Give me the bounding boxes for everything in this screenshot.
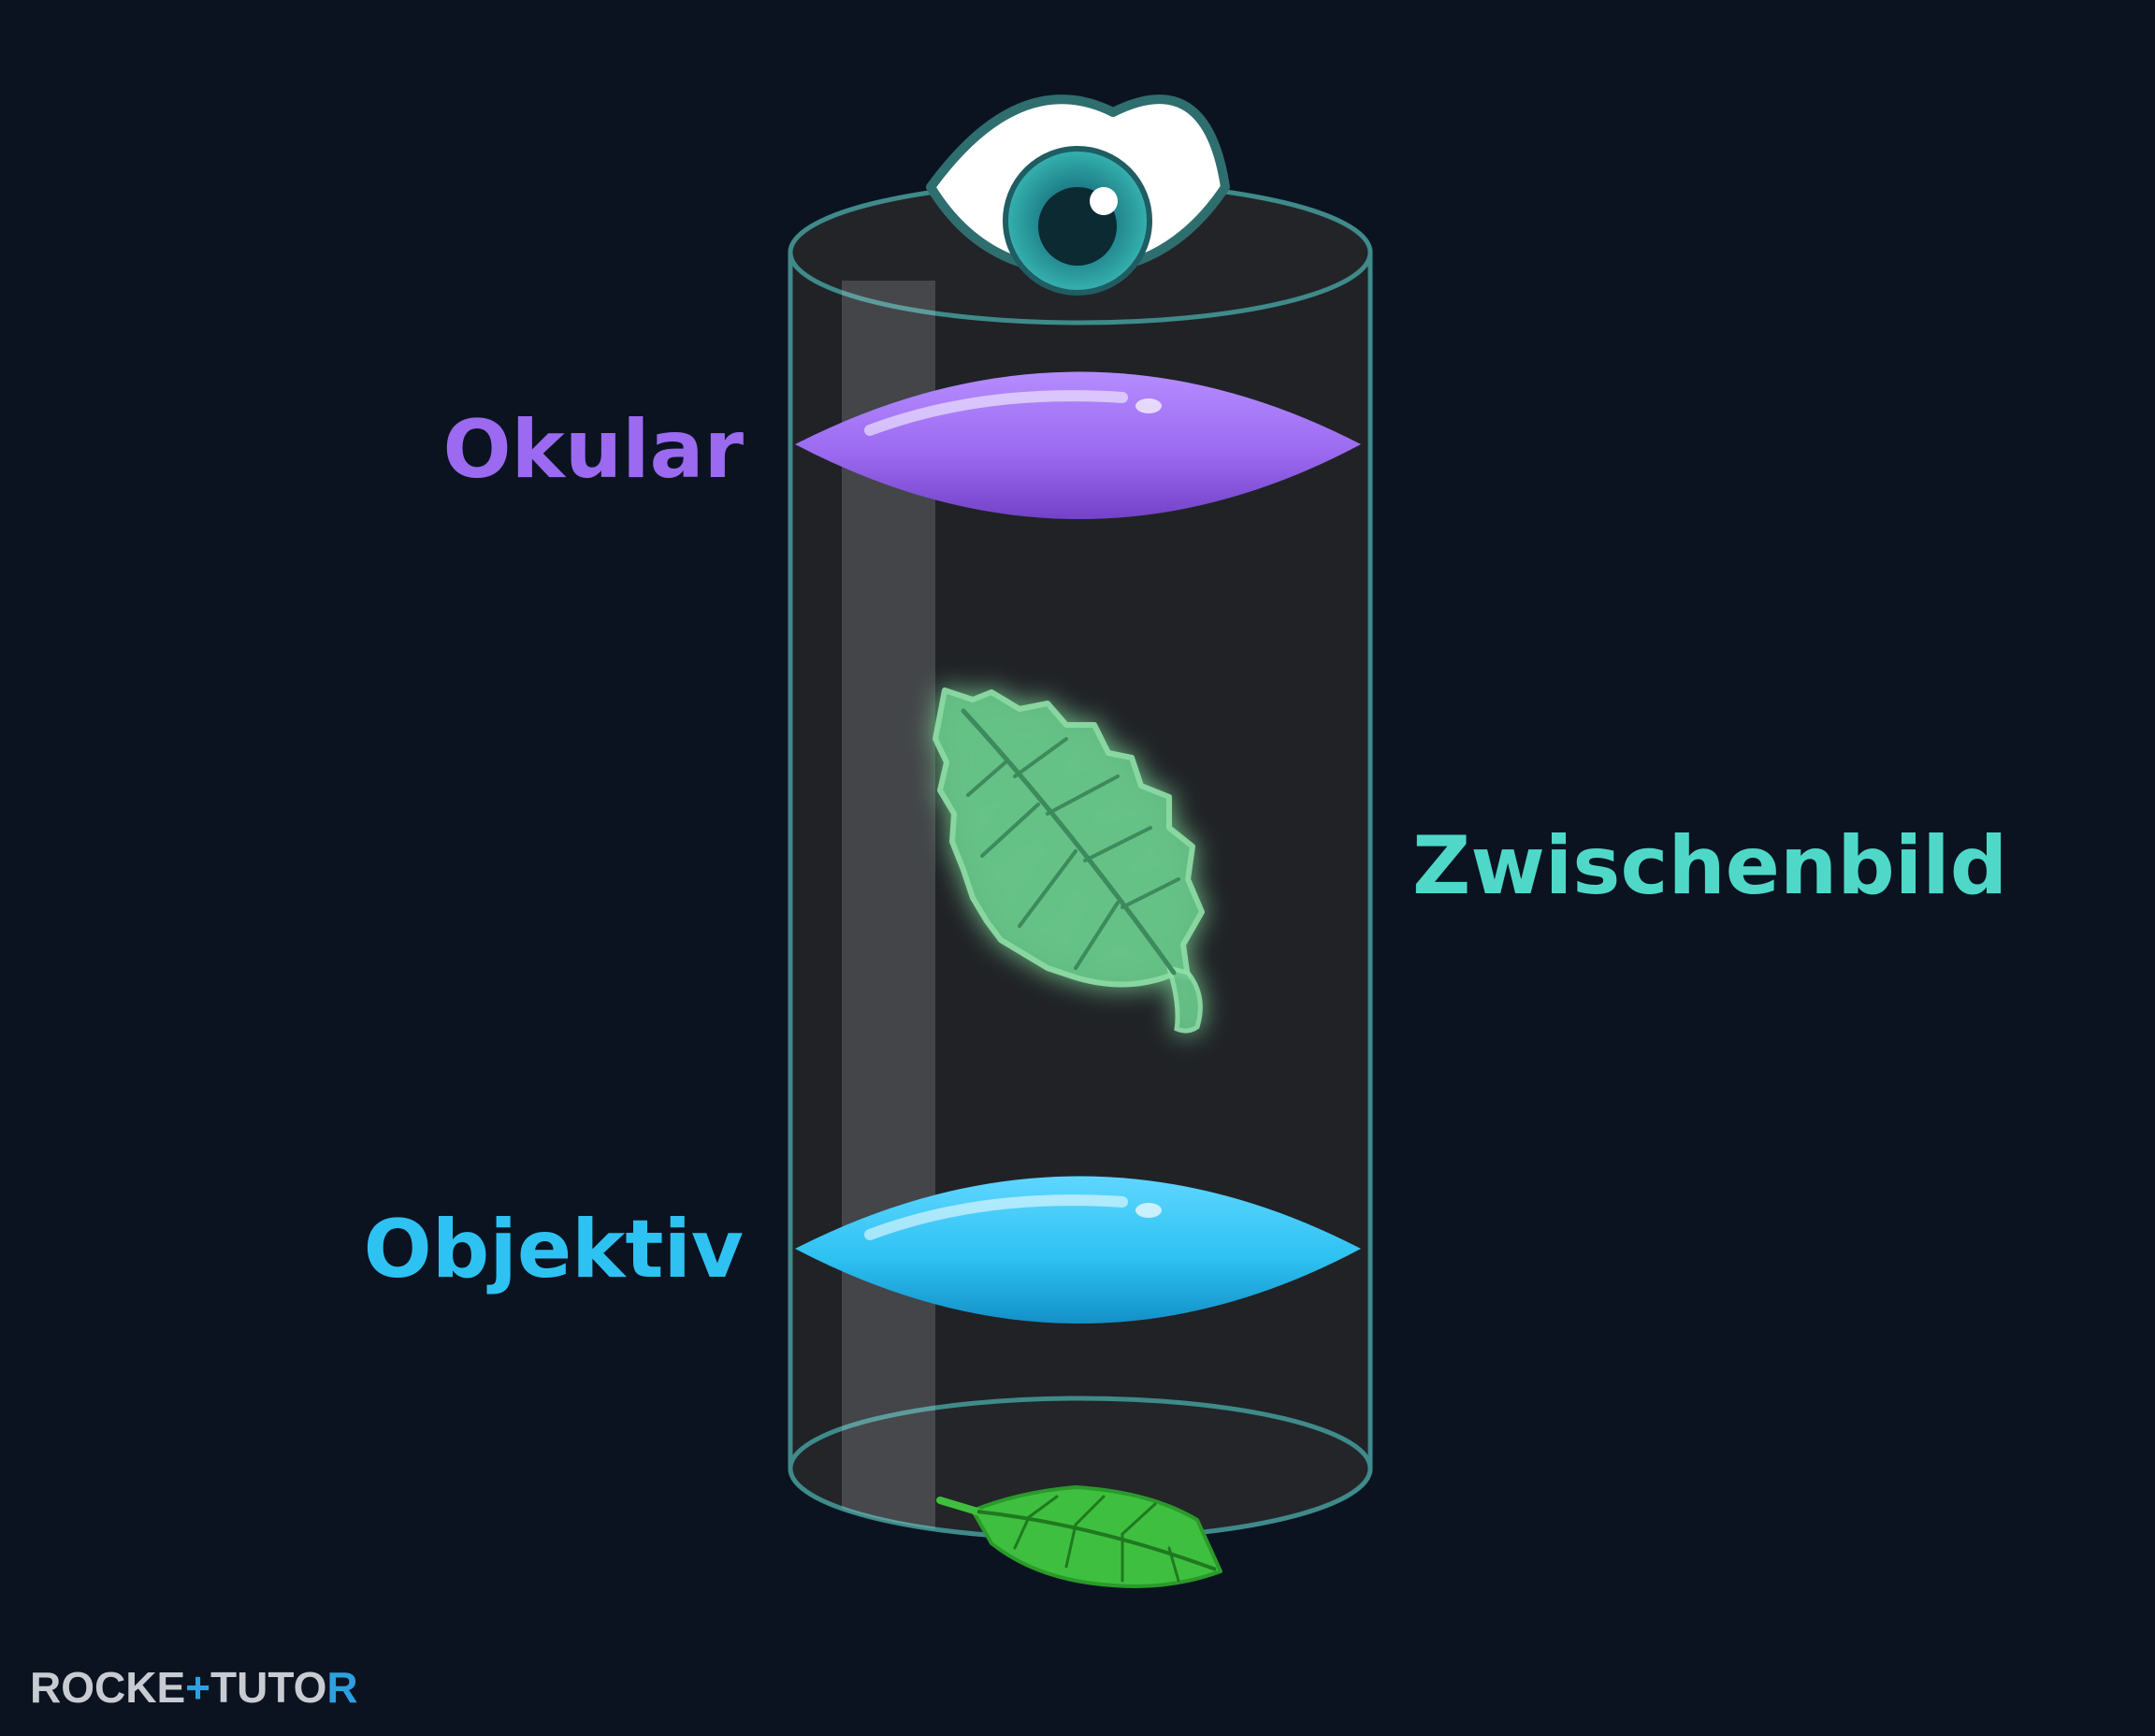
logo-left: ROCKE [30, 1663, 185, 1712]
svg-text:ROCKE+TUTOR: ROCKE+TUTOR [30, 1663, 358, 1712]
leaf-icon [936, 1485, 1222, 1588]
logo-right: TUTO [210, 1663, 326, 1712]
objective-lens [795, 1176, 1361, 1324]
leaf-ghost-icon [933, 687, 1205, 1034]
objective-label: Objektiv [364, 1203, 744, 1296]
eyepiece-label: Okular [443, 403, 745, 497]
eyepiece-lens [795, 371, 1361, 519]
intermediate-image-label: Zwischenbild [1412, 819, 2007, 913]
eye-icon [926, 94, 1230, 296]
logo-last: R [326, 1663, 357, 1712]
logo: ROCKE+TUTOR [30, 1663, 358, 1712]
